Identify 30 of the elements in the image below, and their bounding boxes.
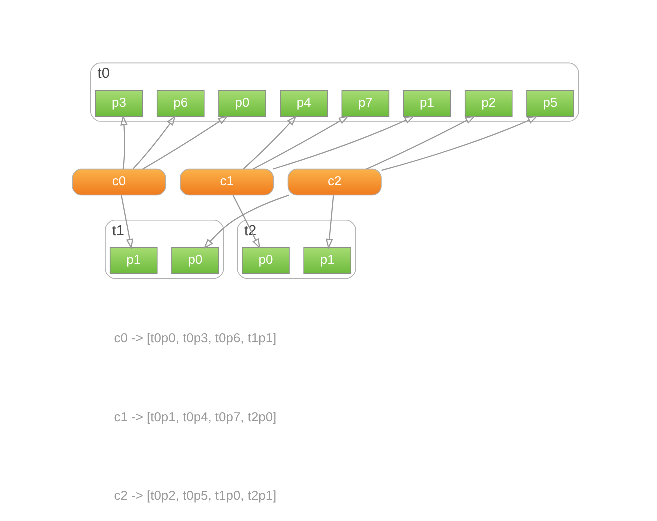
arrow [120, 194, 133, 249]
arrow [366, 115, 476, 170]
node-box: p2 [464, 90, 512, 117]
label: c2 -> [t0p2, t0p5, t1p0, t2p1] [114, 487, 276, 502]
arrow [381, 116, 538, 171]
arrow [142, 115, 228, 170]
arrow [325, 194, 334, 249]
label: c1 -> [t0p1, t0p4, t0p7, t2p0] [114, 408, 276, 424]
label: c0 -> [t0p0, t0p3, t0p6, t1p1] [114, 330, 276, 346]
node-box: c1 [180, 168, 274, 196]
node-box: p0 [218, 90, 266, 117]
node-box: c0 [72, 168, 166, 196]
node-box: p7 [341, 90, 390, 117]
node-box: p0 [242, 247, 290, 274]
node-box: p4 [280, 90, 328, 117]
arrow [242, 115, 296, 170]
node-box: p3 [94, 90, 143, 117]
node-box: c2 [287, 168, 382, 196]
arrow [252, 115, 349, 170]
node-box: p1 [109, 247, 158, 274]
arrow [272, 115, 415, 170]
arrow [120, 114, 128, 169]
node-box: p6 [156, 90, 204, 117]
node-box: p0 [171, 247, 219, 274]
node-box: p5 [526, 90, 574, 117]
arrow [203, 194, 290, 249]
arrow [132, 114, 176, 170]
arrow [232, 194, 260, 249]
node-box: p1 [303, 247, 351, 274]
node-box: p1 [402, 90, 451, 117]
